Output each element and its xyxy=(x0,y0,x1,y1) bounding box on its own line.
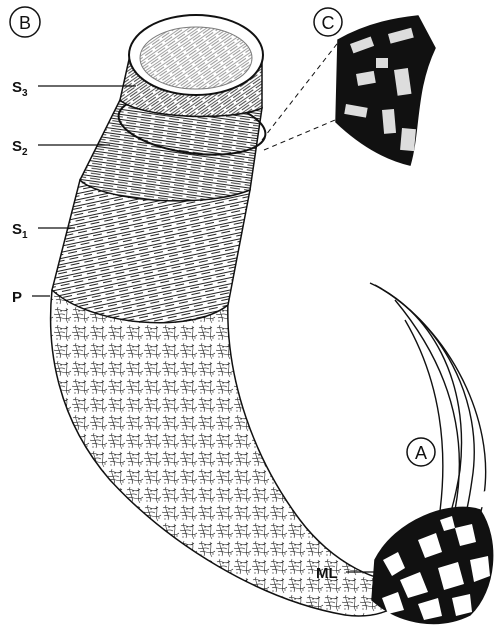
microfibril-detail-inset xyxy=(336,16,435,165)
label-ml: ML xyxy=(316,565,338,582)
s1-layer xyxy=(52,180,250,323)
label-s1: S1 xyxy=(12,221,28,241)
label-p: P xyxy=(12,289,22,306)
label-s3: S3 xyxy=(12,79,28,99)
panel-b-label: B xyxy=(19,13,31,33)
middle-lamella-cells xyxy=(372,490,493,623)
panel-c-label: C xyxy=(322,13,335,33)
panel-a-label: A xyxy=(415,443,427,463)
primary-wall-layer xyxy=(51,290,420,616)
callout-line-top xyxy=(262,40,340,140)
label-s2: S2 xyxy=(12,138,28,158)
